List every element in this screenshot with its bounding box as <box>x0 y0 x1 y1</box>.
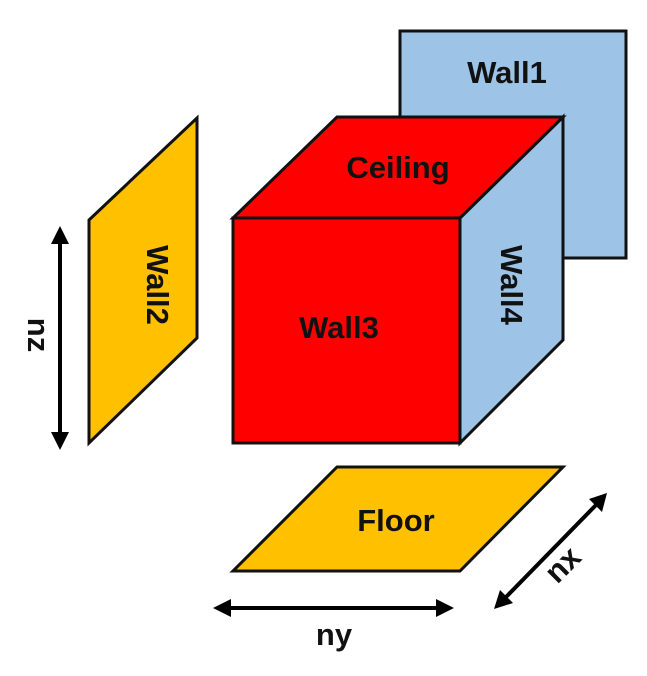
nx-axis-line <box>504 503 598 599</box>
ny-axis: ny <box>213 599 454 652</box>
floor-panel: Floor <box>229 465 567 573</box>
wall4-label: Wall4 <box>494 245 529 326</box>
nx-axis-label: nx <box>537 539 588 590</box>
nz-axis-label: nz <box>21 318 56 352</box>
nz-axis: nz <box>21 226 69 450</box>
wall2-label: Wall2 <box>140 245 175 325</box>
ny-arrowhead-left <box>213 599 231 617</box>
wall3-face <box>231 216 462 445</box>
nx-arrowhead-lower <box>494 590 513 609</box>
ny-axis-label: ny <box>316 617 353 652</box>
wall3-panel: Wall3 <box>231 216 462 445</box>
floor-face <box>229 465 567 573</box>
nz-arrowhead-down <box>51 432 69 450</box>
ny-arrowhead-right <box>436 599 454 617</box>
nx-arrowhead-upper <box>589 493 607 512</box>
wall2-face <box>87 114 199 447</box>
nz-arrowhead-up <box>51 226 69 244</box>
wall2-panel: Wall2 <box>87 114 199 447</box>
wall3-label: Wall3 <box>299 310 379 345</box>
floor-label: Floor <box>357 503 435 538</box>
wall1-label: Wall1 <box>467 55 547 90</box>
ceiling-label: Ceiling <box>346 150 449 185</box>
